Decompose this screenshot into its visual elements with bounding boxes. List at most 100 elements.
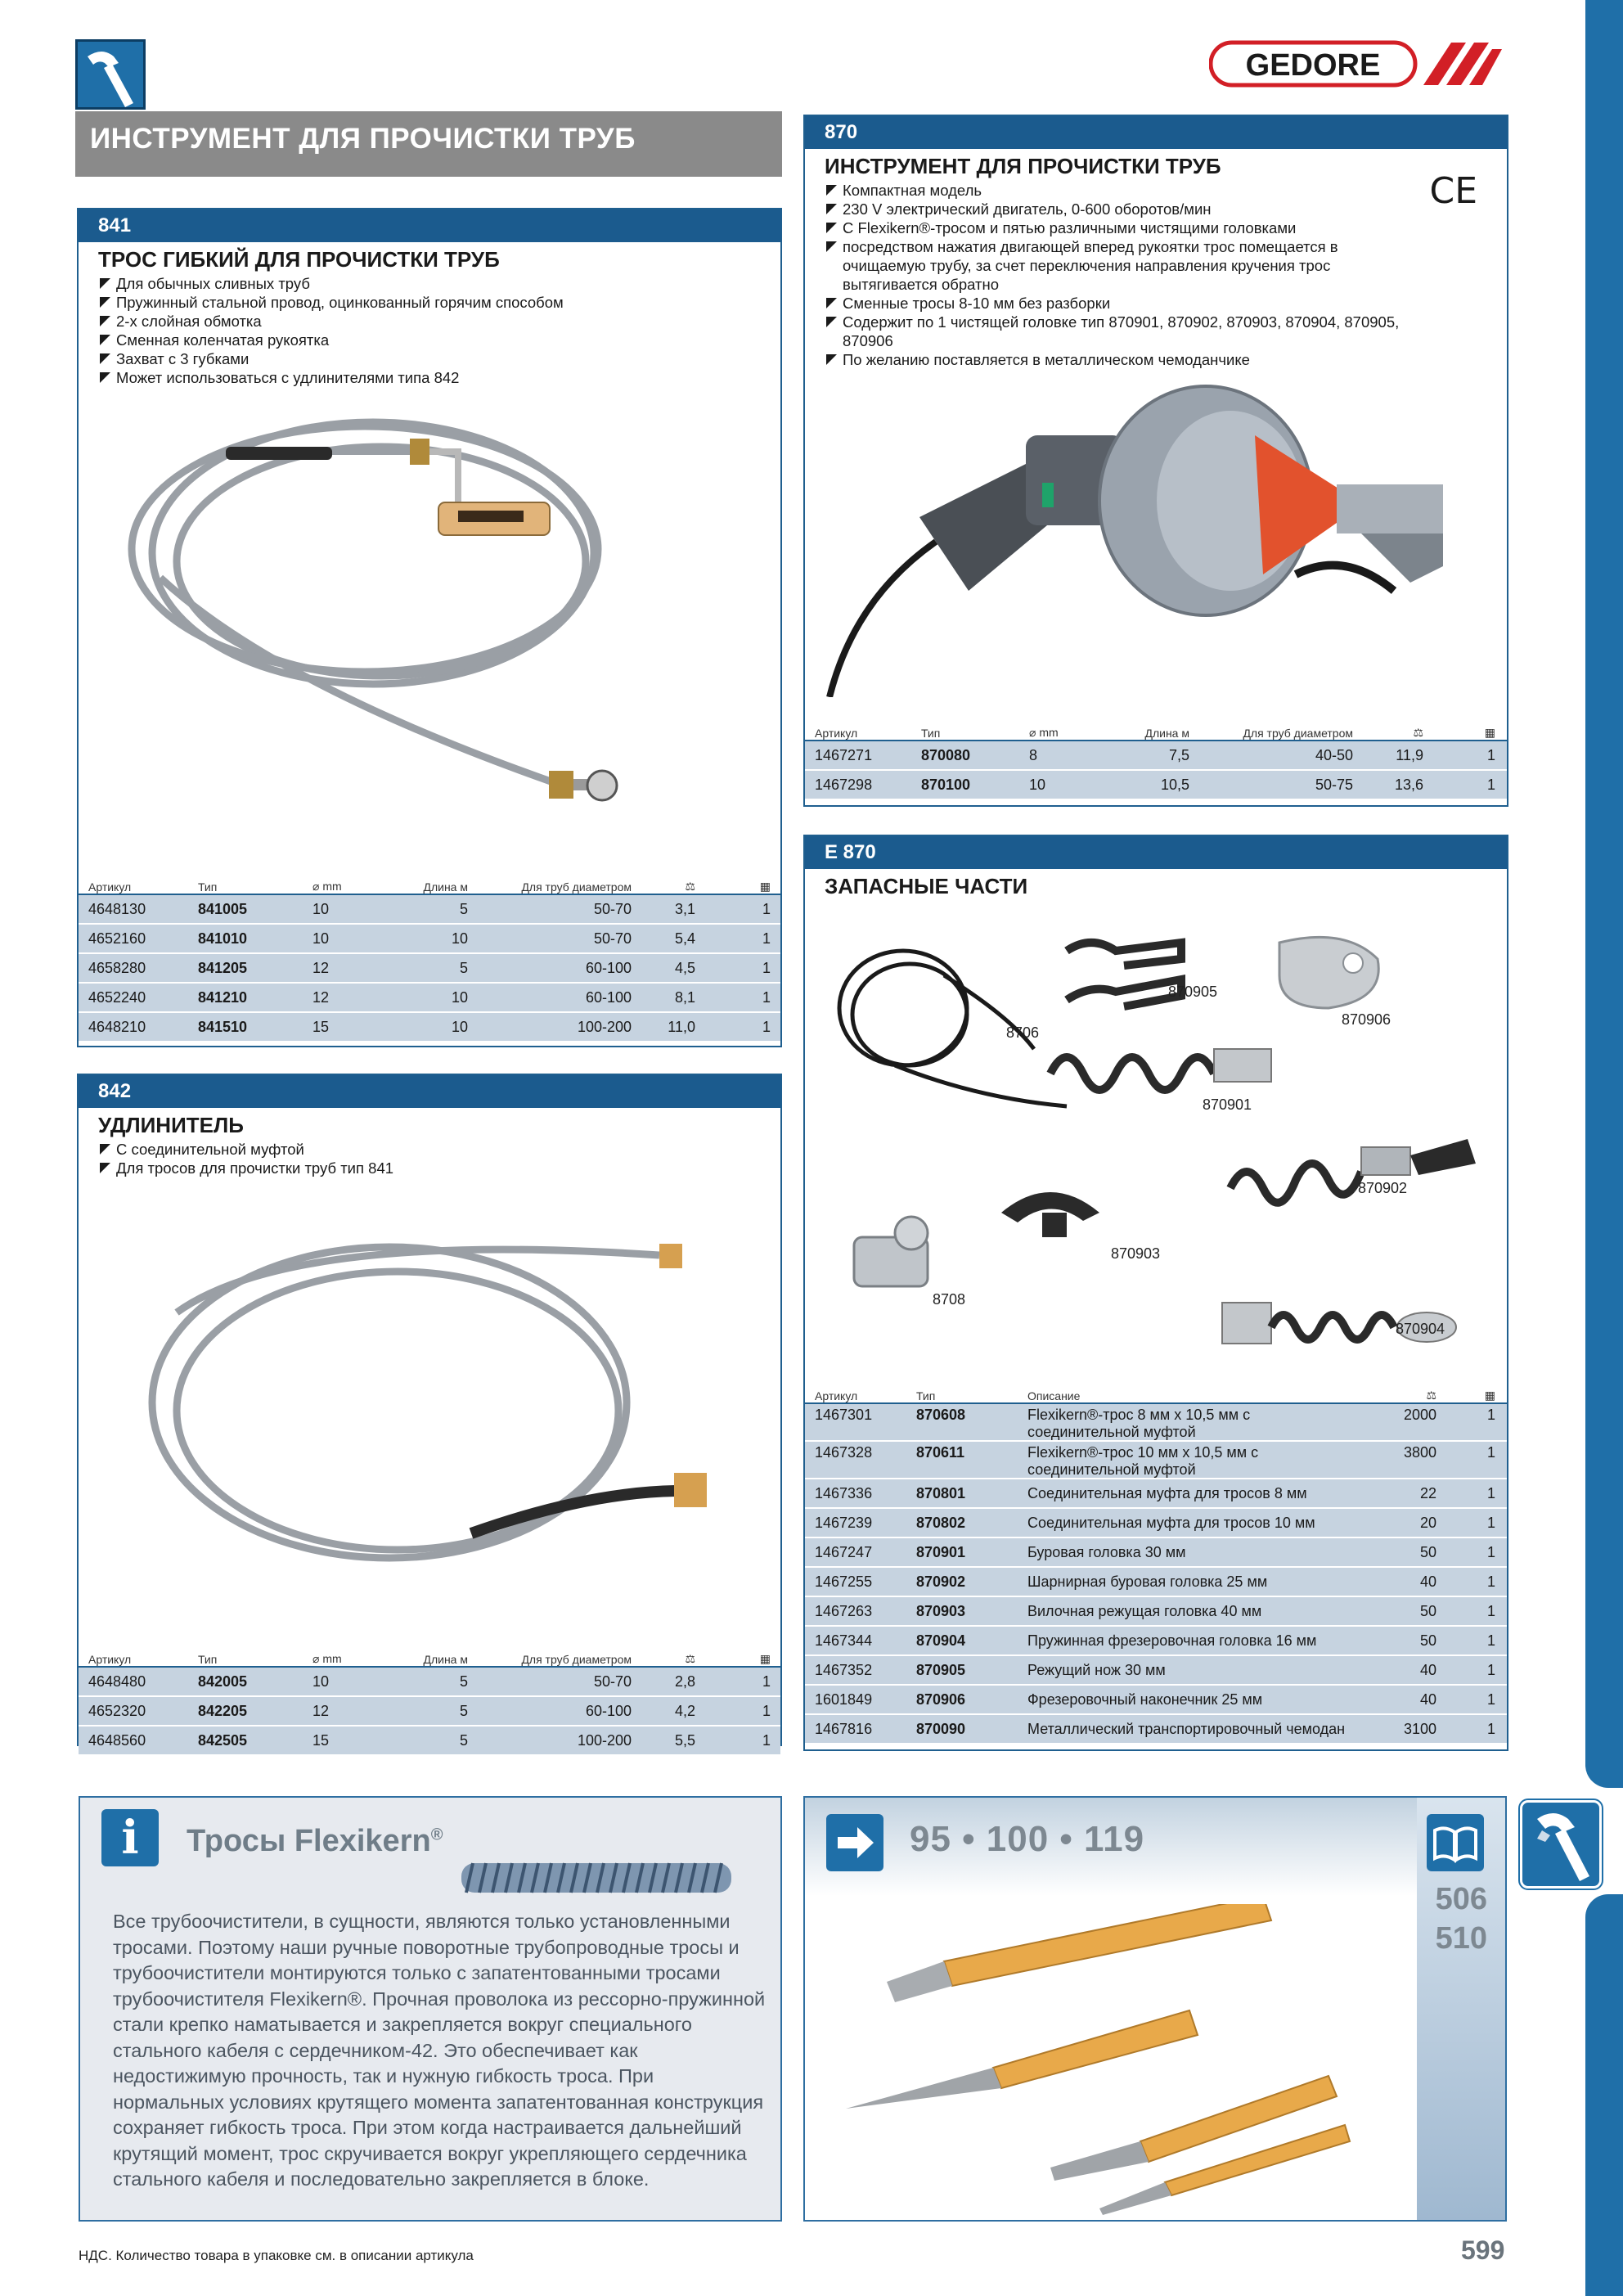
cell-article: 1467263 (815, 1602, 873, 1619)
cell-weight: 11,0 (668, 1018, 695, 1035)
arrow-right-icon (826, 1814, 883, 1871)
cell-pack: 1 (1486, 1632, 1495, 1649)
cell-pack: 1 (762, 1702, 771, 1719)
flexikern-spring-image (461, 1862, 731, 1893)
cell-pack: 1 (1486, 1514, 1495, 1531)
cell-type: 841510 (198, 1018, 248, 1035)
cell-pack: 1 (1486, 1720, 1495, 1737)
cell-diameter: 12 (312, 1702, 330, 1719)
table-row: 1601849 870906 Фрезеровочный наконечник … (805, 1686, 1507, 1715)
cell-desc: Шарнирная буровая головка 25 мм (1027, 1573, 1268, 1590)
cell-pack: 1 (1486, 746, 1495, 763)
cell-type: 841010 (198, 930, 248, 947)
product-image-extension (148, 1243, 707, 1562)
table-header: Артикул Тип Описание ⚖ ▦ (805, 1384, 1507, 1404)
feature-item: Компактная модель (825, 181, 1423, 200)
cell-pipe: 60-100 (585, 959, 632, 976)
feature-item: Сменные тросы 8-10 мм без разборки (825, 294, 1423, 313)
col-pipe: Для труб диаметром (1243, 727, 1353, 740)
col-article: Артикул (88, 880, 132, 894)
table-row: 1467298 870100 10 10,5 50-75 13,6 1 (805, 771, 1507, 800)
cell-weight: 40 (1419, 1661, 1436, 1678)
cell-weight: 3100 (1403, 1720, 1436, 1737)
cell-pack: 1 (762, 900, 771, 917)
spare-parts-image (837, 935, 1476, 1344)
cell-diameter: 15 (312, 1018, 330, 1035)
cell-pipe: 50-70 (593, 930, 632, 947)
cell-diameter: 10 (312, 930, 330, 947)
cell-type: 841205 (198, 959, 248, 976)
table-row: 4648560 842505 15 5 100-200 5,5 1 (79, 1727, 780, 1756)
info-title-text: Тросы Flexikern (187, 1824, 431, 1858)
cell-type: 870903 (916, 1602, 966, 1619)
col-type: Тип (921, 727, 941, 740)
scale-icon: ⚖ (1426, 1389, 1436, 1402)
cell-article: 1467328 (815, 1444, 873, 1461)
reference-pages: 506 510 (1422, 1880, 1487, 1958)
cell-length: 5 (459, 1672, 468, 1690)
info-icon: i (101, 1809, 159, 1866)
table-row: 1467301 870608 Flexikern®-трос 8 мм x 10… (805, 1404, 1507, 1442)
section-title: ТРОС ГИБКИЙ ДЛЯ ПРОЧИСТКИ ТРУБ (98, 247, 500, 272)
cell-pack: 1 (1486, 1690, 1495, 1708)
table-row: 1467255 870902 Шарнирная буровая головка… (805, 1568, 1507, 1597)
cell-type: 870905 (916, 1661, 966, 1678)
pipe-wrench-icon (1520, 1800, 1602, 1889)
cell-desc: Пружинная фрезеровочная головка 16 мм (1027, 1632, 1317, 1649)
cell-type: 870801 (916, 1484, 966, 1501)
feature-item: посредством нажатия двигающей вперед рук… (825, 237, 1423, 294)
cell-weight: 2000 (1403, 1407, 1436, 1423)
cell-weight: 40 (1419, 1690, 1436, 1708)
section-870: 870 ИНСТРУМЕНТ ДЛЯ ПРОЧИСТКИ ТРУБ CE Ком… (803, 115, 1508, 807)
package-icon: ▦ (1484, 726, 1495, 739)
product-table: Артикул Тип ⌀ mm Длина м Для труб диамет… (79, 876, 780, 1042)
cell-type: 870906 (916, 1690, 966, 1708)
cell-article: 4648560 (88, 1731, 146, 1749)
section-code: 842 (79, 1075, 780, 1108)
edge-tab-bar-lower (1585, 1894, 1623, 2296)
scale-icon: ⚖ (685, 880, 695, 893)
cell-pipe: 100-200 (577, 1731, 632, 1749)
cell-diameter: 12 (312, 959, 330, 976)
part-caption: 8708 (933, 1291, 966, 1308)
cell-article: 1467298 (815, 776, 873, 793)
cell-length: 10 (451, 988, 468, 1006)
feature-item: Сменная коленчатая рукоятка (98, 331, 761, 349)
cell-weight: 2,8 (674, 1672, 695, 1690)
table-row: 4652320 842205 12 5 60-100 4,2 1 (79, 1697, 780, 1727)
table-row: 4652160 841010 10 10 50-70 5,4 1 (79, 925, 780, 954)
cell-article: 1601849 (815, 1690, 873, 1708)
table-row: 4648480 842005 10 5 50-70 2,8 1 (79, 1668, 780, 1697)
cell-article: 1467301 (815, 1407, 873, 1423)
cell-weight: 3,1 (674, 900, 695, 917)
table-row: 4648210 841510 15 10 100-200 11,0 1 (79, 1013, 780, 1042)
table-row: 4652240 841210 12 10 60-100 8,1 1 (79, 984, 780, 1013)
cell-pack: 1 (1486, 1661, 1495, 1678)
cell-weight: 20 (1419, 1514, 1436, 1531)
cell-type: 841210 (198, 988, 248, 1006)
cell-pack: 1 (1486, 1602, 1495, 1619)
part-caption: 870906 (1342, 1011, 1391, 1028)
part-caption: 870901 (1203, 1096, 1252, 1113)
section-code: E 870 (805, 836, 1507, 869)
cell-pipe: 50-70 (593, 900, 632, 917)
table-row: 1467328 870611 Flexikern®-трос 10 мм x 1… (805, 1442, 1507, 1479)
info-text: Все трубоочистители, в сущности, являютс… (113, 1911, 766, 2190)
cell-pipe: 50-70 (593, 1672, 632, 1690)
part-caption: 870905 (1168, 984, 1218, 1000)
feature-item: С соединительной муфтой (98, 1140, 761, 1159)
section-title: УДЛИНИТЕЛЬ (98, 1113, 244, 1137)
cell-pack: 1 (1486, 1444, 1495, 1461)
package-icon: ▦ (759, 1652, 771, 1665)
col-type: Тип (916, 1389, 936, 1402)
cell-length: 10 (451, 1018, 468, 1035)
ce-mark: CE (1429, 170, 1477, 212)
product-image-drain-machine (826, 385, 1443, 697)
cell-weight: 5,4 (674, 930, 695, 947)
table-header: Артикул Тип ⌀ mm Длина м Для труб диамет… (79, 1648, 780, 1668)
feature-item: 2-х слойная обмотка (98, 312, 761, 331)
cell-diameter: 8 (1029, 746, 1038, 763)
section-code: 841 (79, 209, 780, 242)
cell-article: 4648130 (88, 900, 146, 917)
ref-header-band (805, 1798, 1505, 1896)
